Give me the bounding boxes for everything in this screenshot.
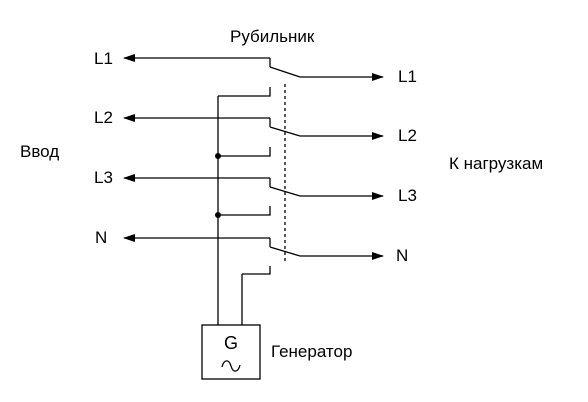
generator-symbol: G bbox=[224, 333, 238, 353]
generator-contact-l2 bbox=[218, 147, 271, 157]
input-line-label-l2: L2 bbox=[94, 108, 113, 127]
output-line-label-l1: L1 bbox=[398, 67, 417, 86]
switch-blade-n bbox=[269, 246, 301, 257]
output-line-label-l3: L3 bbox=[398, 186, 417, 205]
load-label: К нагрузкам bbox=[449, 154, 543, 173]
switch-blade-l1 bbox=[269, 66, 301, 78]
generator-ac-icon bbox=[221, 360, 241, 372]
junction-dot-l3 bbox=[215, 212, 221, 218]
input-label: Ввод bbox=[20, 142, 59, 161]
output-line-label-l2: L2 bbox=[398, 126, 417, 145]
switch-blade-l3 bbox=[269, 186, 301, 197]
input-line-label-l3: L3 bbox=[94, 168, 113, 187]
input-line-label-n: N bbox=[95, 228, 107, 247]
switch-label: Рубильник bbox=[230, 27, 315, 46]
switch-blade-l2 bbox=[269, 126, 301, 137]
generator-contact-n bbox=[242, 266, 271, 275]
output-line-label-n: N bbox=[396, 246, 408, 265]
generator-contact-l1 bbox=[218, 87, 271, 97]
generator-label: Генератор bbox=[271, 342, 352, 361]
junction-dot-l2 bbox=[215, 153, 221, 159]
input-line-label-l1: L1 bbox=[94, 49, 113, 68]
generator-contact-l3 bbox=[218, 206, 271, 216]
generator-box bbox=[201, 324, 261, 380]
